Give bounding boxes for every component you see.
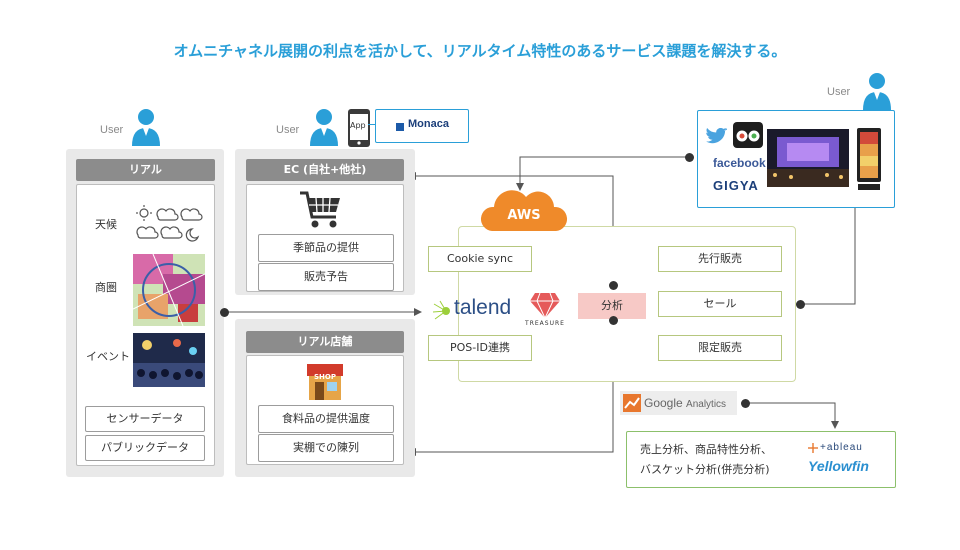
- page-title: オムニチャネル展開の利点を活かして、リアルタイム特性のあるサービス課題を解決する…: [173, 42, 787, 60]
- twitter-icon: [706, 128, 727, 144]
- tableau-logo-icon: [808, 443, 818, 453]
- google-analytics-analytics: Analytics: [686, 399, 727, 410]
- facebook-logo: facebook: [713, 156, 766, 170]
- tripadvisor-icon: [733, 122, 763, 148]
- kiosk-signage-icon: [857, 128, 881, 190]
- shelf-display-pill: 実棚での陳列: [258, 434, 394, 462]
- monaca-connector: [368, 124, 376, 125]
- event-label: イベント: [86, 350, 130, 363]
- analysis-result-line2: バスケット分析(併売分析): [640, 463, 770, 476]
- event-photo-image: [133, 333, 205, 387]
- connector-dot: [796, 300, 805, 309]
- trade-area-map-image: [133, 254, 205, 326]
- tableau-logo-text: +ableau: [820, 442, 863, 453]
- google-analytics-icon: [623, 394, 641, 412]
- monaca-brand: Monaca: [408, 118, 449, 130]
- monaca-logo-icon: [396, 123, 404, 131]
- smartphone-icon: [348, 109, 370, 147]
- limited-sale-item: 限定販売: [658, 335, 782, 361]
- pre-sale-item: 先行販売: [658, 246, 782, 272]
- user-label-right: User: [827, 86, 851, 98]
- analysis-result-line1: 売上分析、商品特性分析、: [640, 443, 772, 456]
- cookie-sync-item: Cookie sync: [428, 246, 532, 272]
- shop-sign: SHOP: [314, 373, 336, 381]
- user-label-left: User: [100, 124, 124, 136]
- user-icon: [863, 73, 891, 110]
- trade-area-label: 商圏: [95, 281, 117, 294]
- connector-dot: [741, 399, 750, 408]
- weather-icons: [136, 205, 203, 242]
- google-analytics-google: Google: [644, 396, 683, 410]
- connector-dot: [609, 281, 618, 290]
- food-temperature-pill: 食料品の提供温度: [258, 405, 394, 433]
- monaca-box: Monaca: [375, 109, 469, 143]
- connector-dot: [609, 316, 618, 325]
- aws-label: AWS: [507, 208, 541, 223]
- gigya-logo: GIGYA: [713, 178, 759, 193]
- digital-signage-photo-image: [767, 129, 849, 187]
- analysis-result-box: [626, 431, 896, 488]
- user-icon: [310, 109, 338, 146]
- connector-dot: [685, 153, 694, 162]
- yellowfin-logo: Yellowfin: [808, 458, 869, 474]
- sales-preview-pill: 販売予告: [258, 263, 394, 291]
- ec-panel-header: EC (自社+他社): [246, 159, 404, 181]
- shop-icon: [307, 364, 343, 400]
- connector-dot: [220, 308, 229, 317]
- weather-label: 天候: [95, 218, 117, 231]
- public-data-pill: パブリックデータ: [85, 435, 205, 461]
- treasure-data-text: TREASURE: [525, 320, 565, 327]
- app-label: App: [350, 121, 366, 130]
- sale-item: セール: [658, 291, 782, 317]
- user-icon: [132, 109, 160, 146]
- treasure-data-logo-icon: [530, 292, 560, 319]
- talend-logo-icon: [432, 300, 450, 320]
- talend-logo-text: talend: [454, 296, 512, 319]
- store-panel-header: リアル店舗: [246, 331, 404, 353]
- sensor-data-pill: センサーデータ: [85, 406, 205, 432]
- user-label-middle: User: [276, 124, 300, 136]
- shopping-cart-icon: [300, 191, 340, 228]
- pos-id-item: POS-ID連携: [428, 335, 532, 361]
- real-panel-header: リアル: [76, 159, 215, 181]
- google-analytics-logo: Google Analytics: [644, 396, 726, 410]
- analysis-box: 分析: [578, 293, 646, 319]
- aws-cloud-icon: [480, 190, 568, 231]
- seasonal-offer-pill: 季節品の提供: [258, 234, 394, 262]
